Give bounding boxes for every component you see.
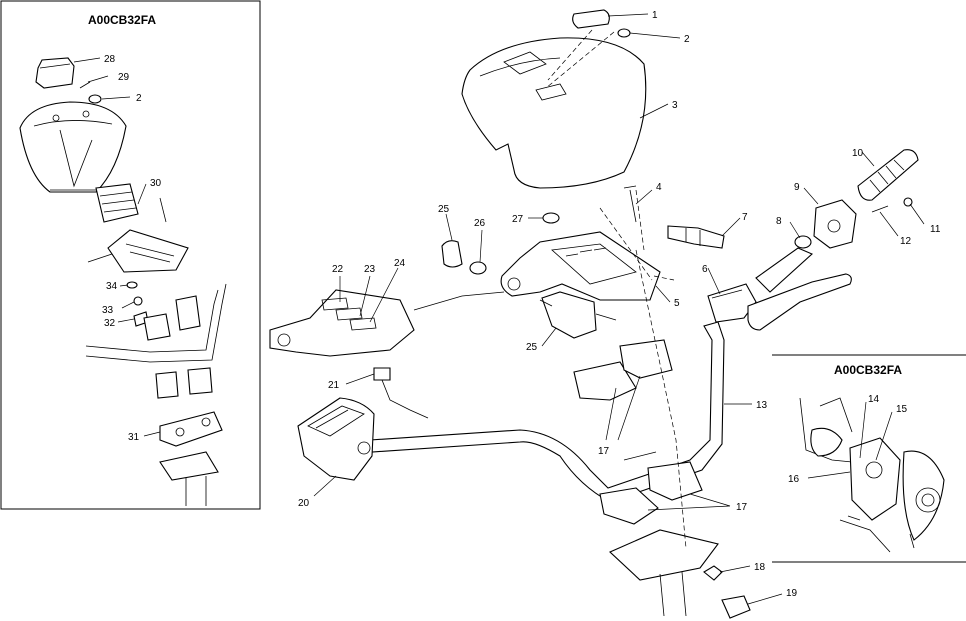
callout-21: 21 (328, 380, 340, 391)
callout-34: 34 (106, 281, 118, 292)
inset-bolt (159, 197, 167, 223)
dash-bracket (599, 189, 653, 281)
part-5-mount-bracket (500, 231, 661, 301)
part-base-plate (609, 529, 719, 581)
inset-mount-plate (87, 229, 189, 273)
right-inset: A00CB32FA 14 15 16 (772, 354, 966, 563)
left-inset: A00CB32FA (0, 0, 261, 510)
callout-24: 24 (394, 258, 406, 269)
callout-29: 29 (118, 72, 130, 83)
part-2-grommet (617, 28, 631, 38)
part-17-clamp-a (573, 361, 637, 401)
callout-26: 26 (474, 218, 486, 229)
inset-washer-2 (88, 94, 102, 104)
callout-28: 28 (104, 54, 116, 65)
inset-base-plate (159, 451, 219, 481)
callout-1: 1 (652, 10, 658, 21)
inset-relay-30 (95, 183, 139, 223)
inset-cap-28 (35, 57, 75, 89)
callout-10: 10 (852, 148, 864, 159)
inset-washer-34 (126, 281, 138, 289)
steering-post (659, 571, 687, 617)
inset-brake-assembly (799, 397, 945, 553)
part-20-left-control (297, 397, 375, 481)
callout-11: 11 (930, 224, 941, 235)
callout-32: 32 (104, 318, 116, 329)
part-21-connector (373, 367, 429, 419)
left-inset-border (0, 0, 261, 510)
part-7-cable-end (667, 225, 725, 249)
part-10-grip (857, 149, 919, 201)
inset-steering-post (185, 476, 207, 506)
part-24-switch-panel (269, 289, 415, 357)
callout-14: 14 (868, 394, 880, 405)
part-17-clamp-d (647, 461, 703, 501)
part-6-master-cylinder (707, 247, 852, 331)
part-12-screw (871, 205, 889, 213)
callout-9: 9 (794, 182, 800, 193)
callout-22: 22 (332, 264, 344, 275)
part-18-nut (703, 565, 723, 581)
part-25-switch (441, 240, 463, 268)
part-26-nut (469, 261, 487, 275)
inset-lower-clamp-b (187, 367, 213, 395)
part-9-switch-housing (813, 199, 857, 249)
callout-15: 15 (896, 404, 908, 415)
callout-2: 2 (684, 34, 690, 45)
part-25b-ignition (539, 291, 617, 339)
callout-30: 30 (150, 178, 162, 189)
part-4-screw (623, 185, 637, 223)
callout-25: 25 (438, 204, 450, 215)
part-8-spacer (794, 235, 812, 249)
dash-bolt (653, 275, 675, 281)
callout-6: 6 (702, 264, 708, 275)
part-19-cap (721, 595, 751, 619)
main-leaders (313, 13, 925, 605)
callout-13: 13 (756, 400, 768, 411)
callout-16: 16 (788, 474, 800, 485)
dash-cover-fasteners (545, 29, 615, 89)
callout-20: 20 (298, 498, 310, 509)
callout-2-inset: 2 (136, 93, 142, 104)
callout-23: 23 (364, 264, 376, 275)
part-17-clamp-c (599, 487, 659, 525)
callout-8: 8 (776, 216, 782, 227)
inset-riser-31 (159, 411, 223, 447)
part-17-clamp-b (619, 339, 673, 379)
inset-headlight-housing (19, 101, 127, 193)
inset-screw-29 (79, 81, 91, 89)
part-3-pod-cover (461, 37, 647, 189)
callout-4: 4 (656, 182, 662, 193)
inset-clamp-mid (143, 313, 171, 341)
part-27-washer (542, 212, 560, 224)
right-inset-title: A00CB32FA (834, 363, 902, 377)
inset-lower-clamp-a (155, 371, 179, 399)
inset-handlebar (85, 289, 219, 353)
callout-7: 7 (742, 212, 748, 223)
left-inset-title: A00CB32FA (88, 13, 156, 27)
callout-19: 19 (786, 588, 798, 599)
dash-centerline (635, 249, 687, 549)
inset-clamp-upper (175, 295, 201, 331)
leader-panel-bracket (413, 291, 505, 311)
inset-nut-33 (133, 296, 143, 306)
callout-12: 12 (900, 236, 912, 247)
callout-18: 18 (754, 562, 766, 573)
callout-17-upper: 17 (598, 446, 610, 457)
callout-33: 33 (102, 305, 114, 316)
right-inset-border (772, 354, 966, 563)
callout-25-b: 25 (526, 342, 538, 353)
callout-3: 3 (672, 100, 678, 111)
part-1-pad (572, 9, 610, 29)
callout-5: 5 (674, 298, 680, 309)
callout-27: 27 (512, 214, 524, 225)
callout-31: 31 (128, 432, 140, 443)
callout-17-lower: 17 (736, 502, 748, 513)
